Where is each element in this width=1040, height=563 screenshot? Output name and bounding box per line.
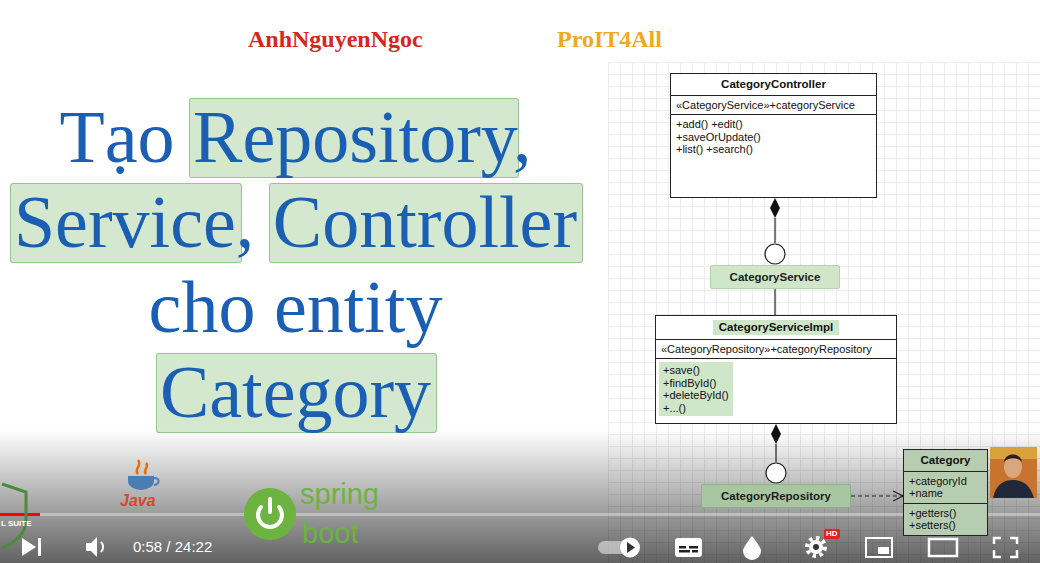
label-text: 0:58 / 24:22 bbox=[133, 538, 212, 555]
method-section: +add() +edit() +saveOrUpdate() +list() +… bbox=[671, 114, 876, 197]
interface-name: CategoryService bbox=[721, 271, 829, 283]
class-header: CategoryServiceImpl bbox=[656, 316, 896, 339]
class-header: Category bbox=[904, 450, 987, 471]
method-text: +save() +findById() +deleteById() +...() bbox=[659, 362, 733, 416]
attribute-section: «CategoryRepository»+categoryRepository bbox=[656, 339, 896, 359]
interface-label: CategoryService bbox=[710, 265, 840, 289]
interface-label: CategoryRepository bbox=[701, 484, 851, 508]
label-text: boot bbox=[302, 517, 358, 550]
label-text: L SUITE bbox=[1, 519, 32, 528]
connector bbox=[775, 289, 776, 315]
attribute-section: +categoryId +name bbox=[904, 471, 987, 503]
connector bbox=[851, 491, 903, 501]
label-text: Java bbox=[120, 492, 156, 510]
label-text: AnhNguyenNgoc bbox=[248, 26, 423, 53]
title-text: Tạo Repository, Service, Controller cho … bbox=[8, 95, 583, 435]
player-controls bbox=[22, 536, 1017, 560]
method-text: +add() +edit() +saveOrUpdate() +list() +… bbox=[676, 118, 761, 156]
connector bbox=[765, 198, 785, 264]
method-section: +getters() +setters() bbox=[904, 503, 987, 535]
label-text: HD bbox=[824, 529, 840, 539]
class-name: Category bbox=[921, 454, 971, 467]
attribute-text: +categoryId +name bbox=[909, 475, 967, 500]
class-header: CategoryController bbox=[671, 74, 876, 95]
attribute-text: «CategoryService»+categoryService bbox=[676, 99, 855, 112]
progress-track bbox=[0, 513, 1040, 516]
progress-played bbox=[0, 513, 40, 516]
attribute-section: «CategoryService»+categoryService bbox=[671, 95, 876, 115]
label-text: spring bbox=[300, 478, 379, 511]
class-name: CategoryServiceImpl bbox=[713, 320, 839, 335]
class-box: Category +categoryId +name +getters() +set… bbox=[903, 449, 988, 536]
class-name: CategoryController bbox=[721, 78, 826, 91]
spring-logo bbox=[244, 488, 296, 540]
attribute-text: «CategoryRepository»+categoryRepository bbox=[661, 343, 872, 356]
webcam-picture bbox=[990, 447, 1037, 498]
connector bbox=[766, 424, 786, 483]
class-box: CategoryServiceImpl «CategoryRepository»+… bbox=[655, 315, 897, 424]
label-text: ProIT4All bbox=[557, 26, 662, 53]
method-text: +getters() +setters() bbox=[909, 507, 956, 532]
java-logo bbox=[128, 460, 159, 490]
interface-name: CategoryRepository bbox=[712, 490, 840, 502]
method-section: +save() +findById() +deleteById() +...() bbox=[656, 358, 896, 423]
class-box: CategoryController «CategoryService»+cate… bbox=[670, 73, 877, 198]
